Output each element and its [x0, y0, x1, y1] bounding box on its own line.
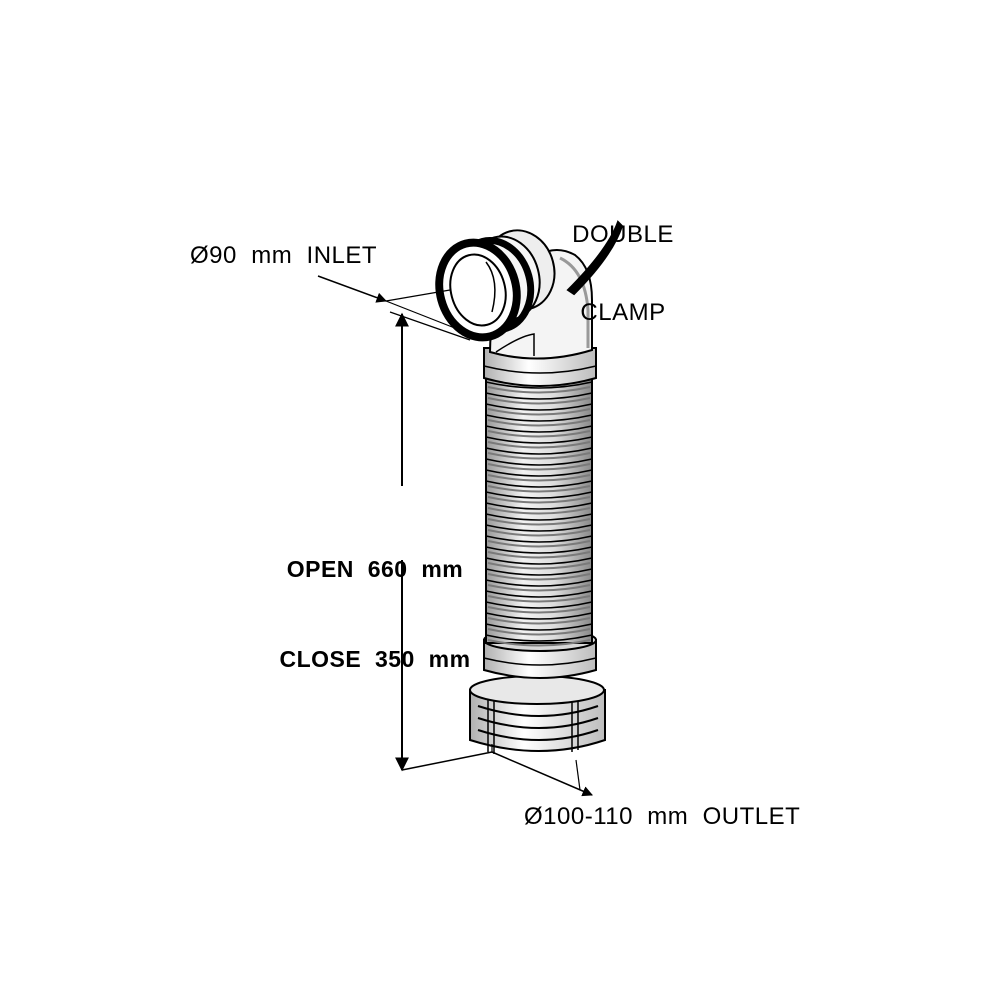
tube-rib-shade: [487, 441, 591, 449]
tube-rib-shade: [487, 518, 591, 526]
tube-rib-shade: [487, 386, 591, 394]
outlet-dimension: [491, 744, 593, 797]
tube-rib-shade: [487, 584, 591, 592]
length-open-label: OPEN 660 mm: [286, 556, 464, 582]
tube-rib-shade: [487, 430, 591, 438]
tube-rib: [485, 458, 593, 466]
tube-rib-shade: [487, 573, 591, 581]
tube-rib-shade: [487, 606, 591, 614]
tube-rib: [485, 381, 593, 389]
tube-rib: [485, 612, 593, 620]
tube-rib: [485, 502, 593, 510]
tube-rib-shade: [487, 639, 591, 647]
tube-rib-shade: [487, 562, 591, 570]
tube-rib: [485, 414, 593, 422]
tube-rib: [485, 392, 593, 400]
tube-rib-shade: [487, 419, 591, 427]
tube-rib: [485, 557, 593, 565]
tube-rib: [485, 513, 593, 521]
tube-rib-shade: [487, 496, 591, 504]
tube-rib: [485, 447, 593, 455]
tube-rib-shade: [487, 617, 591, 625]
tube-rib: [485, 579, 593, 587]
tube-rib-shade: [487, 397, 591, 405]
tube-rib: [485, 634, 593, 642]
outlet-label: Ø100-110 mm OUTLET: [524, 803, 801, 830]
tube-rib: [485, 469, 593, 477]
double-clamp-label: DOUBLE CLAMP: [560, 170, 686, 378]
tube-rib: [485, 524, 593, 532]
tube-rib: [485, 623, 593, 631]
tube-rib: [485, 403, 593, 411]
corrugated-tube: [485, 374, 593, 647]
tube-rib-shade: [487, 474, 591, 482]
tube-rib: [485, 590, 593, 598]
tube-rib: [485, 601, 593, 609]
double-clamp-leader: [566, 220, 624, 296]
tube-rib: [485, 425, 593, 433]
length-close-label: CLOSE 350 mm: [279, 646, 471, 672]
tube-rib-shade: [487, 507, 591, 515]
tube-rib-shade: [487, 408, 591, 416]
tube-rib-shade: [487, 485, 591, 493]
tube-rib: [485, 568, 593, 576]
tube-rib: [485, 436, 593, 444]
outlet-spigot: [469, 675, 606, 754]
inlet-socket: [435, 229, 556, 342]
tube-ribs: [485, 381, 593, 647]
inlet-label: Ø90 mm INLET: [190, 242, 378, 269]
tube-rib: [485, 546, 593, 554]
length-dimension: [395, 312, 493, 772]
double-clamp-label-line2: CLAMP: [580, 299, 666, 326]
tube-rib-shade: [487, 595, 591, 603]
tube-rib-shade: [487, 529, 591, 537]
tube-rib-shade: [487, 540, 591, 548]
length-label: OPEN 660 mm CLOSE 350 mm: [262, 494, 488, 734]
tube-rib: [485, 480, 593, 488]
tube-rib-shade: [487, 551, 591, 559]
tube-rib-shade: [487, 463, 591, 471]
tube-rib-shade: [487, 628, 591, 636]
tube-rib: [485, 491, 593, 499]
double-clamp-label-line1: DOUBLE: [572, 221, 674, 248]
tube-rib-shade: [487, 452, 591, 460]
tube-rib: [485, 535, 593, 543]
